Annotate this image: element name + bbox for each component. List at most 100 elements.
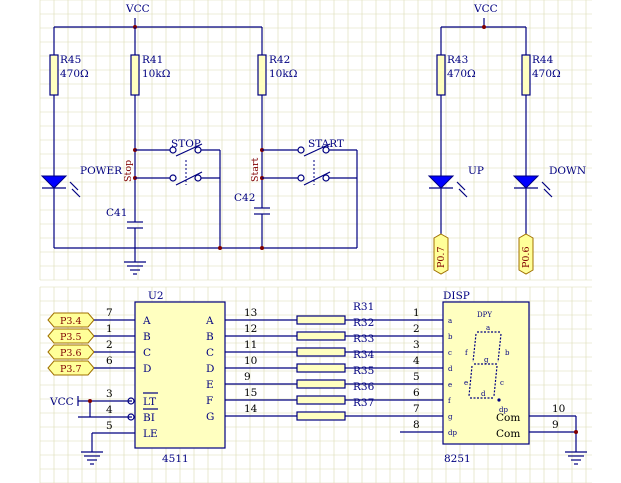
seg-label-f: f [465,349,469,357]
r36-ref: R36 [353,381,375,393]
grid-background [39,0,592,483]
u2-out-d-num: 10 [244,355,257,367]
bottom-circuit: P3.4 P3.5 P3.6 P3.7 U2 4511 7 1 2 6 A B … [47,290,587,465]
top-left-circuit: VCC R45 470Ω POWER R41 10kΩ Stop [40,3,358,275]
down-led [512,175,540,189]
top-right-circuit: VCC R43 470Ω UP R44 470Ω DOWN P0.7 P0.6 [427,3,586,275]
vcc-label-right: VCC [473,3,498,15]
c42-label: C42 [234,192,255,204]
u2-pin-c-name: C [143,347,151,359]
ground-symbol [81,451,103,465]
u2-pin-le-name: LE [143,428,158,440]
seg-label-d: d [481,390,486,398]
disp-seg-d: d [448,365,453,373]
u2-pin-d-name: D [143,363,151,375]
disp-pin-4-num: 4 [413,355,420,367]
down-led-label: DOWN [549,165,586,177]
u2-out-d-name: D [206,363,214,375]
disp-seg-e: e [448,381,452,389]
resistor-r32 [296,331,346,341]
disp-name: 8251 [444,453,471,465]
series-resistors [296,315,346,421]
u2-pin-c-num: 2 [106,339,113,351]
disp-pin-2-num: 2 [413,323,420,335]
r31-ref: R31 [353,301,374,313]
u2-ref: U2 [148,290,164,302]
r43-value: 470Ω [447,68,476,80]
resistor-r44 [521,54,531,96]
u2-out-f-name: F [206,395,213,407]
u2-out-g-num: 14 [244,403,258,415]
r35-ref: R35 [353,365,374,377]
resistor-r41 [130,54,140,96]
disp-seg-c: c [448,349,452,357]
u2-pin-b-name: B [143,331,151,343]
disp-pin-6-num: 6 [413,387,420,399]
u2-pin-b-num: 1 [106,323,113,335]
chip-u2 [134,301,226,449]
r32-ref: R32 [353,317,374,329]
r43-ref: R43 [447,54,468,66]
disp-pin-3-num: 3 [413,339,420,351]
seg-label-a: a [486,324,490,332]
seven-segment-display [442,301,530,445]
resistor-r31 [296,315,346,325]
seg-label-g: g [484,356,489,364]
switch-start-label: START [308,138,344,150]
u2-out-e-num: 9 [244,371,251,383]
u2-pin-a-name: A [142,315,151,327]
port-p07 [433,233,449,275]
u2-out-c-num: 11 [244,339,257,351]
disp-com-1-num: 10 [552,403,565,415]
u2-out-c-name: C [206,347,214,359]
u2-out-a-num: 13 [244,307,257,319]
switch-stop-label: STOP [171,138,201,150]
disp-seg-f: f [448,397,452,405]
vcc-label-chip: VCC [49,396,74,408]
resistor-r42 [257,54,267,96]
r42-value: 10kΩ [269,68,298,80]
disp-ref: DISP [443,290,470,302]
up-led-label: UP [468,165,484,177]
disp-pin-8-num: 8 [413,419,420,431]
vcc-label-left: VCC [125,3,150,15]
segment-glyph [468,331,502,399]
u2-pin-bi-num: 4 [106,404,113,416]
u2-pin-a-num: 7 [106,307,113,319]
power-led-label: POWER [80,165,123,177]
port-p34-label: P3.4 [60,316,82,327]
port-p37: P3.7 [47,360,95,376]
net-start: Start [250,157,261,182]
u2-out-g-name: G [206,411,214,423]
r34-ref: R34 [353,349,375,361]
port-p37-label: P3.7 [60,364,82,375]
r42-ref: R42 [269,54,290,66]
u2-pin-bi-name: BI [143,412,155,424]
seg-label-dp: dp [499,406,508,414]
port-p36-label: P3.6 [60,348,82,359]
up-led [427,175,455,189]
disp-pin-1-num: 1 [413,307,420,319]
c41-label: C41 [106,207,127,219]
u2-pin-lt-num: 3 [106,388,113,400]
resistor-r33 [296,347,346,357]
disp-pin-7-num: 7 [413,403,420,415]
net-stop: Stop [123,160,134,182]
u2-output-wires [225,319,297,417]
port-p07-label: P0.7 [436,246,447,268]
u2-out-b-name: B [206,331,214,343]
u2-out-a-name: A [205,315,214,327]
r44-ref: R44 [532,54,554,66]
disp-seg-a: a [448,317,452,325]
u2-name: 4511 [162,453,189,465]
seg-label-e: e [464,379,468,387]
resistor-r36 [296,395,346,405]
r44-value: 470Ω [532,68,561,80]
ground-symbol [124,261,146,275]
seg-label-b: b [505,349,510,357]
disp-com-1: Com [496,412,520,424]
disp-seg-b: b [448,333,453,341]
port-p34: P3.4 [47,312,95,328]
resistor-r37 [296,411,346,421]
